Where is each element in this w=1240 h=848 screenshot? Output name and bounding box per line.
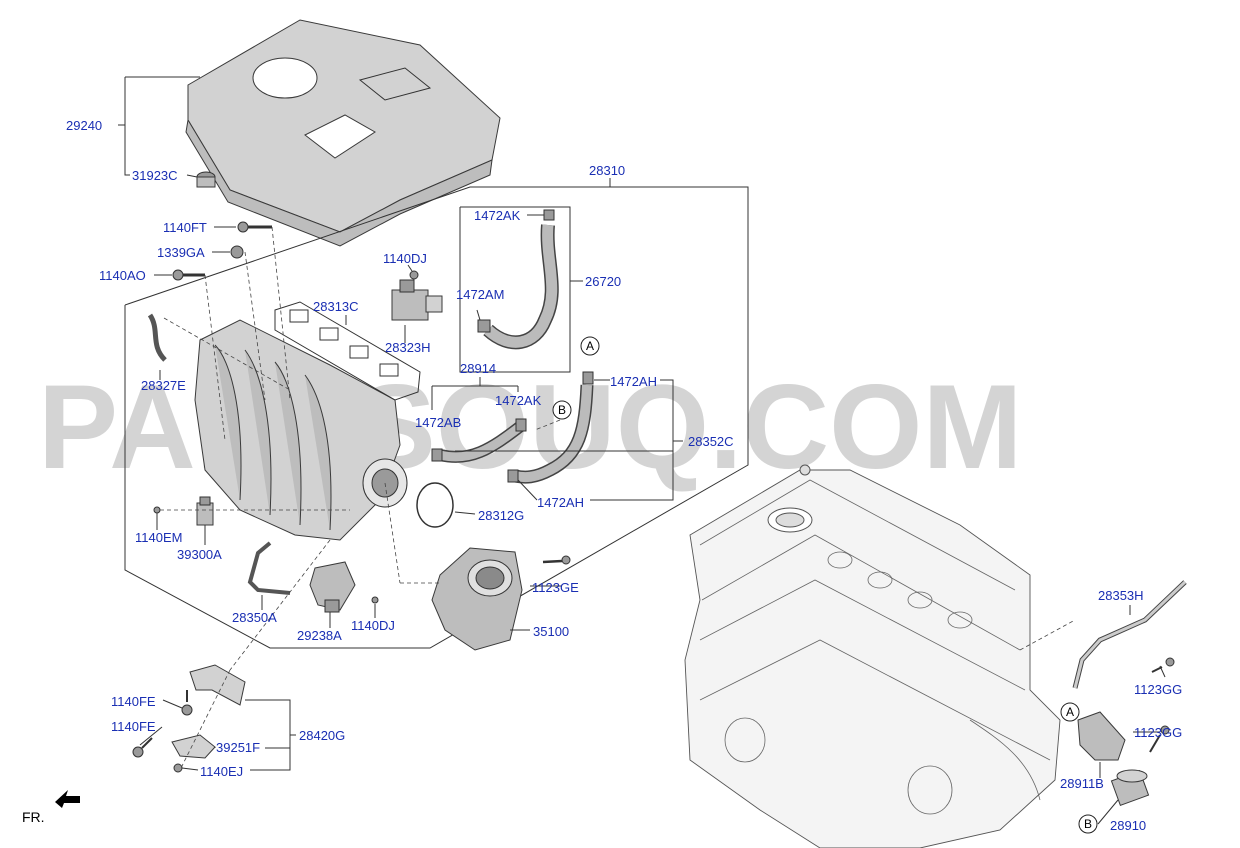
vacuum-hose-28327e[interactable] [147,313,167,362]
clamp-1472ak-top[interactable] [543,209,555,221]
nut-1339ga[interactable] [230,245,244,259]
bolt-1140em[interactable] [153,506,161,514]
svg-text:A: A [586,339,594,353]
front-indicator: FR. [22,809,45,825]
label-1140fe-b[interactable]: 1140FE [111,719,156,734]
label-1472ah-top[interactable]: 1472AH [610,374,657,389]
label-28352c[interactable]: 28352C [688,434,734,449]
bolt-1140fe-a[interactable] [181,690,193,716]
intake-manifold[interactable] [194,319,408,541]
label-28914[interactable]: 28914 [460,361,496,376]
label-1339ga[interactable]: 1339GA [157,245,205,260]
bolt-1140ao[interactable] [172,269,205,281]
bolt-1140dj-top[interactable] [409,270,419,280]
bolt-1140ft[interactable] [237,221,272,233]
bracket-39251f[interactable] [171,734,216,759]
label-1123gg-a[interactable]: 1123GG [1134,682,1182,697]
pipe-28350a[interactable] [247,541,291,595]
bolt-1123gg-b[interactable] [1149,725,1170,753]
label-1140ej[interactable]: 1140EJ [200,764,243,779]
bolt-1140dj-bot[interactable] [371,596,379,604]
label-1140ft[interactable]: 1140FT [163,220,207,235]
label-39251f[interactable]: 39251F [216,740,260,755]
engine-block [684,464,1061,848]
bolt-1140fe-b[interactable] [132,737,153,758]
label-39300a[interactable]: 39300A [177,547,222,562]
callout-a-right: A [1060,702,1080,722]
bolt-1123gg-a[interactable] [1151,657,1175,673]
label-1140dj-top[interactable]: 1140DJ [383,251,427,266]
label-1472am[interactable]: 1472AM [456,287,504,302]
label-1140fe-a[interactable]: 1140FE [111,694,156,709]
svg-text:B: B [558,403,566,417]
label-35100[interactable]: 35100 [533,624,569,639]
purge-valve[interactable] [309,561,356,613]
bolt-1140ej[interactable] [173,763,183,773]
svg-text:A: A [1066,705,1074,719]
engine-cover[interactable] [185,19,501,247]
throttle-body[interactable] [431,547,523,651]
clamp-1472ak-mid[interactable] [515,418,527,432]
throttle-gasket[interactable] [416,482,454,528]
label-28353h[interactable]: 28353H [1098,588,1144,603]
label-1140dj-bot[interactable]: 1140DJ [351,618,395,633]
front-arrow-icon [55,790,80,808]
label-31923c[interactable]: 31923C [132,168,178,183]
label-28323h[interactable]: 28323H [385,340,431,355]
label-1472ak-mid[interactable]: 1472AK [495,393,542,408]
label-1140ao[interactable]: 1140AO [99,268,146,283]
label-1123gg-b[interactable]: 1123GG [1134,725,1182,740]
label-1472ak-top[interactable]: 1472AK [474,208,521,223]
bracket-28420g[interactable] [189,664,246,706]
map-sensor[interactable] [196,496,214,526]
label-28910[interactable]: 28910 [1110,818,1146,833]
bolt-1123ge[interactable] [542,555,571,565]
label-1472ab[interactable]: 1472AB [415,415,461,430]
label-1140em[interactable]: 1140EM [135,530,182,545]
callout-b-right: B [1078,814,1098,834]
clamp-1472ab[interactable] [431,448,443,462]
label-1472ah-bot[interactable]: 1472AH [537,495,584,510]
label-28313c[interactable]: 28313C [313,299,359,314]
clamp-1472am[interactable] [477,319,491,333]
label-29238a[interactable]: 29238A [297,628,342,643]
callout-a-mid: A [580,336,600,356]
solenoid-valve[interactable] [391,279,443,321]
clamp-1472ah-bot[interactable] [507,469,519,483]
manifold-gasket[interactable] [274,301,421,401]
label-1123ge[interactable]: 1123GE [532,580,579,595]
label-28911b[interactable]: 28911B [1060,776,1104,791]
callout-b-mid: B [552,400,572,420]
clamp-1472ah-top[interactable] [582,371,594,385]
svg-text:B: B [1084,817,1092,831]
label-28312g[interactable]: 28312G [478,508,524,523]
label-28420g[interactable]: 28420G [299,728,345,743]
label-29240[interactable]: 29240 [66,118,102,133]
bracket-28911b[interactable] [1077,711,1126,761]
cover-grommet[interactable] [196,171,216,188]
label-28350a[interactable]: 28350A [232,610,277,625]
label-28310[interactable]: 28310 [589,163,625,178]
label-28327e[interactable]: 28327E [141,378,186,393]
label-26720[interactable]: 26720 [585,274,621,289]
canister-28910[interactable] [1110,769,1150,806]
